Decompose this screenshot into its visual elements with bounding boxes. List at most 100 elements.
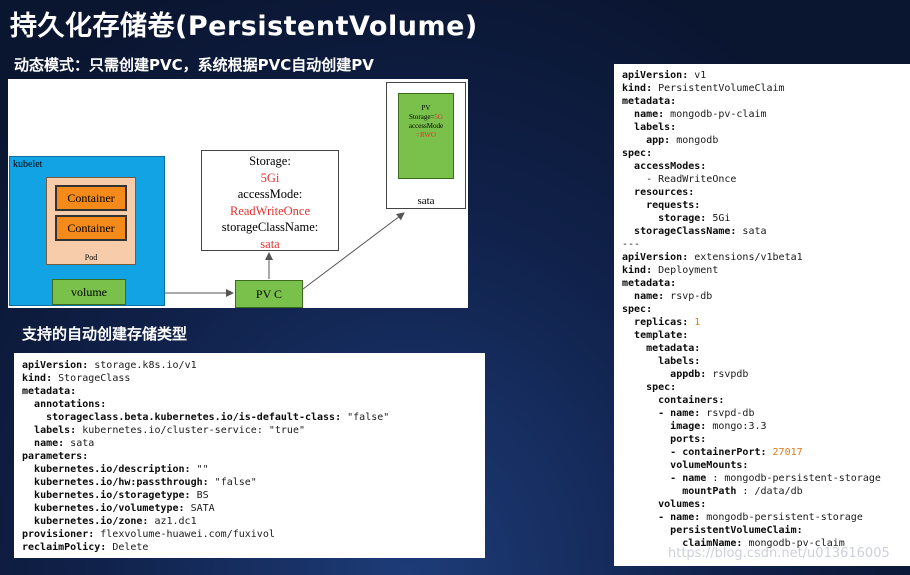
code-line: - containerPort: 27017 [622,446,910,459]
kubelet-label: kubelet [13,159,43,170]
code-line: ports: [622,433,910,446]
yaml-value: rsvpd-db [700,408,755,419]
code-line: metadata: [622,277,910,290]
yaml-key: storage: [658,213,707,224]
storage-class-value: sata [260,236,280,251]
code-line: replicas: 1 [622,316,910,329]
code-line: metadata: [22,385,485,398]
code-line: spec: [622,381,910,394]
code-line: name: rsvp-db [622,290,910,303]
yaml-key: metadata: [22,386,77,397]
yaml-key: kubernetes.io/hw:passthrough: [34,477,209,488]
yaml-key: annotations: [34,399,107,410]
code-line: appdb: rsvpdb [622,368,910,381]
code-line: mountPath : /data/db [622,485,910,498]
code-line: kubernetes.io/storagetype: BS [22,489,485,502]
yaml-key: spec: [646,382,677,393]
yaml-key: metadata: [622,278,677,289]
yaml-key: name: [634,291,665,302]
yaml-key: kind: [622,265,653,276]
yaml-number: 27017 [772,447,803,458]
yaml-key: mountPath [682,486,737,497]
yaml-value: 5Gi [706,213,731,224]
code-line: storageClassName: sata [622,225,910,238]
yaml-value: mongodb-persistent-storage [700,512,863,523]
code-line: claimName: mongodb-pv-claim [622,537,910,550]
yaml-key: - name: [658,408,701,419]
code-line: volumes: [622,498,910,511]
code-line: --- [622,238,910,251]
yaml-key: kubernetes.io/zone: [34,516,149,527]
yaml-key: - containerPort: [670,447,767,458]
yaml-key: accessModes: [634,161,707,172]
yaml-key: kubernetes.io/storagetype: [34,490,191,501]
yaml-key: metadata: [622,96,677,107]
code-line: - name: mongodb-persistent-storage [622,511,910,524]
yaml-key: template: [634,330,689,341]
yaml-key: persistentVolumeClaim: [670,525,803,536]
yaml-key: - name [670,473,707,484]
code-line: labels: [622,121,910,134]
yaml-value: - ReadWriteOnce [646,174,737,185]
yaml-value: : mongodb-persistent-storage [706,473,881,484]
yaml-key: kubernetes.io/volumetype: [34,503,185,514]
yaml-value: SATA [184,503,215,514]
pv-storage-label: Storage= [409,113,435,121]
code-line: reclaimPolicy: Delete [22,541,485,554]
code-line: requests: [622,199,910,212]
access-mode-label: accessMode: [237,187,303,201]
yaml-key: app: [646,135,671,146]
code-line: spec: [622,303,910,316]
code-line: template: [622,329,910,342]
yaml-key: name: [34,438,65,449]
yaml-value: mongodb-pv-claim [664,109,767,120]
yaml-key: ports: [670,434,707,445]
code-line: kubernetes.io/hw:passthrough: "false" [22,476,485,489]
sata-storage-box: PV Storage=5G accessMode =RWO sata [386,82,466,209]
yaml-value: BS [190,490,209,501]
yaml-key: volumeMounts: [670,460,749,471]
yaml-value: mongo:3.3 [706,421,767,432]
code-line: apiVersion: extensions/v1beta1 [622,251,910,264]
watermark: https://blog.csdn.net/u013616005 [668,546,890,561]
yaml-key: appdb: [670,369,707,380]
yaml-value: StorageClass [52,373,131,384]
code-line: kubernetes.io/volumetype: SATA [22,502,485,515]
yaml-value: sata [64,438,95,449]
yaml-key: requests: [646,200,701,211]
pv-access-value: =RWO [416,131,436,139]
code-line: containers: [622,394,910,407]
code-line: accessModes: [622,160,910,173]
yaml-value: rsvpdb [706,369,749,380]
pod-label: Pod [84,253,98,262]
pvc-box: PV C [235,280,303,308]
yaml-key: metadata: [646,343,701,354]
code-line: storageclass.beta.kubernetes.io/is-defau… [22,411,485,424]
volume-box: volume [52,279,126,305]
pv-box: PV Storage=5G accessMode =RWO [398,93,454,179]
yaml-value: Delete [106,542,149,553]
code-line: - name: rsvpd-db [622,407,910,420]
code-line: spec: [622,147,910,160]
code-line: kubernetes.io/zone: az1.dc1 [22,515,485,528]
yaml-key: parameters: [22,451,89,462]
yaml-value: sata [736,226,767,237]
code-line: persistentVolumeClaim: [622,524,910,537]
yaml-key: apiVersion: [22,360,89,371]
yaml-value: v1 [688,70,707,81]
yaml-key: apiVersion: [622,70,689,81]
code-line: volumeMounts: [622,459,910,472]
pvc-spec-box: Storage: 5Gi accessMode: ReadWriteOnce s… [201,150,339,251]
kubelet-box: kubelet Container Container Pod [9,156,165,306]
yaml-key: labels: [634,122,677,133]
yaml-key: image: [670,421,707,432]
yaml-key: spec: [622,148,653,159]
yaml-value: rsvp-db [664,291,713,302]
code-line: apiVersion: v1 [622,69,910,82]
storage-value: 5Gi [260,170,280,185]
yaml-key: provisioner: [22,529,95,540]
yaml-key: kind: [22,373,53,384]
code-line: name: mongodb-pv-claim [622,108,910,121]
